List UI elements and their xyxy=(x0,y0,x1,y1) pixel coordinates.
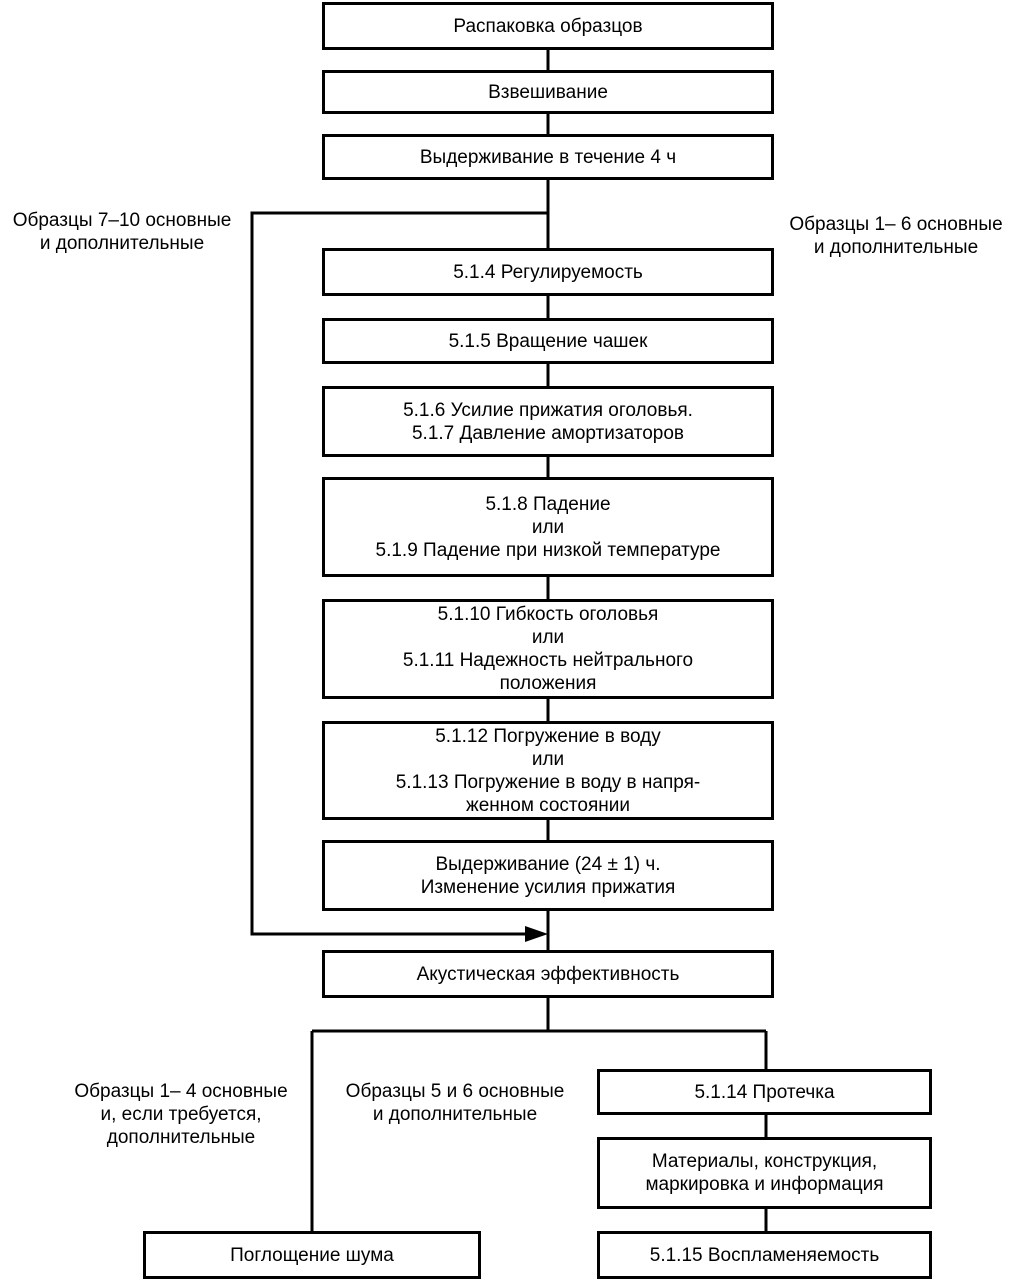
label-samples-1-4-line: дополнительные xyxy=(106,1127,256,1148)
step-flex-line: 5.1.10 Гибкость оголовья xyxy=(437,604,659,625)
step-water-line: 5.1.12 Погружение в воду xyxy=(435,725,661,747)
step-flammability-label: 5.1.15 Воспламеняемость xyxy=(649,1244,880,1266)
step-weigh-label: Взвешивание xyxy=(488,81,608,103)
step-flex-line: 5.1.11 Надежность нейтрального xyxy=(402,650,694,671)
label-samples-5-6-line: Образцы 5 и 6 основные xyxy=(345,1081,565,1102)
step-water-line: 5.1.13 Погружение в воду в напря- xyxy=(395,771,701,793)
step-water-line: женном состоянии xyxy=(465,794,630,816)
step-acoustic-label: Акустическая эффективность xyxy=(416,963,680,985)
label-samples-7-10-line: и дополнительные xyxy=(39,233,205,254)
step-headband-force: 5.1.6 Усилие прижатия оголовья. 5.1.7 Да… xyxy=(322,386,774,457)
step-headband-force-line: 5.1.6 Усилие прижатия оголовья. xyxy=(403,399,693,421)
step-flammability: 5.1.15 Воспламеняемость xyxy=(597,1231,932,1279)
arrow-head-icon xyxy=(525,926,548,942)
step-drop-line: 5.1.9 Падение при низкой температуре xyxy=(375,539,721,561)
label-samples-7-10: Образцы 7–10 основные и дополнительные xyxy=(0,209,244,255)
step-condition-24h-line: Выдерживание (24 ± 1) ч. xyxy=(435,853,661,875)
step-drop-line: 5.1.8 Падение xyxy=(485,493,611,515)
step-flex-line: или xyxy=(531,627,565,648)
label-samples-1-4-line: и, если требуется, xyxy=(100,1104,262,1125)
step-condition-4h: Выдерживание в течение 4 ч xyxy=(322,134,774,180)
step-drop-line: или xyxy=(531,516,565,538)
step-headband-force-line: 5.1.7 Давление амортизаторов xyxy=(411,422,685,444)
step-unpack: Распаковка образцов xyxy=(322,2,774,50)
bypass-line-samples-7-10 xyxy=(250,211,548,936)
step-noise-label: Поглощение шума xyxy=(230,1244,394,1266)
step-unpack-label: Распаковка образцов xyxy=(453,15,643,37)
label-samples-1-4: Образцы 1– 4 основные и, если требуется,… xyxy=(56,1080,306,1149)
step-materials: Материалы, конструкция, маркировка и инф… xyxy=(597,1137,932,1209)
step-cup-rotation: 5.1.5 Вращение чашек xyxy=(322,318,774,364)
label-samples-5-6-line: и дополнительные xyxy=(372,1104,538,1125)
label-samples-1-6-line: Образцы 1– 6 основные xyxy=(789,214,1003,235)
step-drop: 5.1.8 Падение или 5.1.9 Падение при низк… xyxy=(322,477,774,577)
step-materials-line: Материалы, конструкция, xyxy=(651,1151,878,1172)
step-headband-flexibility: 5.1.10 Гибкость оголовья или 5.1.11 Наде… xyxy=(322,599,774,699)
label-samples-5-6: Образцы 5 и 6 основные и дополнительные xyxy=(325,1080,585,1126)
step-leakage: 5.1.14 Протечка xyxy=(597,1069,932,1115)
step-acoustic-efficiency: Акустическая эффективность xyxy=(322,950,774,998)
step-noise-absorption: Поглощение шума xyxy=(143,1231,481,1279)
step-weigh: Взвешивание xyxy=(322,70,774,114)
step-condition-4h-label: Выдерживание в течение 4 ч xyxy=(419,146,677,168)
step-adjustability-label: 5.1.4 Регулируемость xyxy=(453,261,643,283)
label-samples-1-6: Образцы 1– 6 основные и дополнительные xyxy=(778,213,1014,259)
label-samples-1-4-line: Образцы 1– 4 основные xyxy=(74,1081,288,1102)
step-adjustability: 5.1.4 Регулируемость xyxy=(322,248,774,296)
step-water-line: или xyxy=(531,748,565,770)
label-samples-7-10-line: Образцы 7–10 основные xyxy=(12,210,232,231)
step-water-immersion: 5.1.12 Погружение в воду или 5.1.13 Погр… xyxy=(322,721,774,820)
label-samples-1-6-line: и дополнительные xyxy=(813,237,979,258)
step-condition-24h: Выдерживание (24 ± 1) ч. Изменение усили… xyxy=(322,840,774,911)
step-materials-line: маркировка и информация xyxy=(645,1174,884,1195)
step-condition-24h-line: Изменение усилия прижатия xyxy=(420,876,676,898)
step-leakage-label: 5.1.14 Протечка xyxy=(694,1081,835,1103)
step-cup-rotation-label: 5.1.5 Вращение чашек xyxy=(448,330,648,352)
step-flex-line: положения xyxy=(499,673,597,694)
